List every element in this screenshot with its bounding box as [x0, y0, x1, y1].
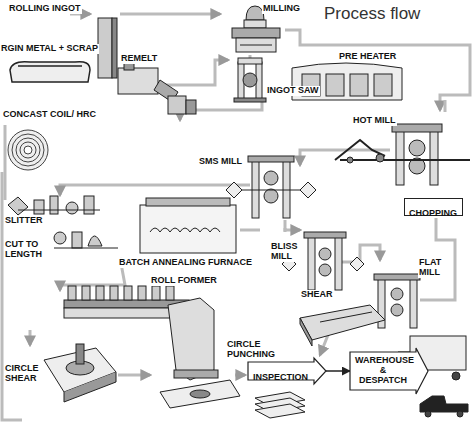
process-label: HOT MILL: [352, 116, 397, 126]
process-label: CIRCLE SHEAR: [4, 364, 44, 384]
process-label: REMELT: [120, 54, 158, 64]
hot-mill: [335, 124, 470, 185]
circle-shear: [44, 344, 116, 402]
process-box: CHOPPING: [404, 198, 463, 216]
concast-coil: [8, 130, 48, 170]
process-label: CONCAST COIL/ HRC: [2, 110, 97, 120]
sheet-shear: [300, 305, 385, 346]
virgin-metal-ingot: [10, 62, 90, 82]
slitter: [8, 196, 100, 215]
process-label: MILLING: [262, 4, 301, 14]
process-label: PRE HEATER: [338, 52, 397, 62]
node-text: CHOPPING: [409, 209, 457, 219]
rolling-ingot: [98, 18, 117, 78]
process-label: ROLL FORMER: [150, 276, 218, 286]
cut-to-length: [54, 232, 118, 248]
process-label: CIRCLE PUNCHING: [226, 340, 284, 360]
flow-lines: [2, 14, 470, 420]
process-label: FLAT MILL: [418, 258, 452, 278]
arrow-box: INSPECTION: [248, 362, 326, 380]
remelt-furnace: [118, 62, 196, 114]
process-label: ROLLING INGOT: [8, 4, 82, 14]
ingot-saw: [234, 58, 266, 102]
arrow-box: WAREHOUSE & DESPATCH: [350, 352, 428, 390]
process-label: INGOT SAW: [266, 86, 320, 96]
arrow-shape: [248, 358, 326, 384]
node-text: WAREHOUSE & DESPATCH: [355, 356, 411, 386]
process-label: BLISS MILL: [270, 242, 304, 262]
process-label: RGIN METAL + SCRAP: [0, 44, 99, 54]
diagram-title: Process flow: [322, 4, 422, 24]
node-text: INSPECTION: [253, 373, 308, 383]
arrow-shape: [350, 348, 428, 394]
process-label: SMS MILL: [198, 157, 243, 167]
flow-connector: [326, 370, 350, 372]
process-label: CUT TO LENGTH: [4, 240, 46, 260]
process-label: SHEAR: [300, 290, 334, 300]
sheet-stack: [255, 392, 305, 418]
process-label: BATCH ANNEALING FURNACE: [118, 258, 253, 268]
batch-annealing-furnace: [140, 198, 236, 253]
process-label: SLITTER: [4, 216, 44, 226]
